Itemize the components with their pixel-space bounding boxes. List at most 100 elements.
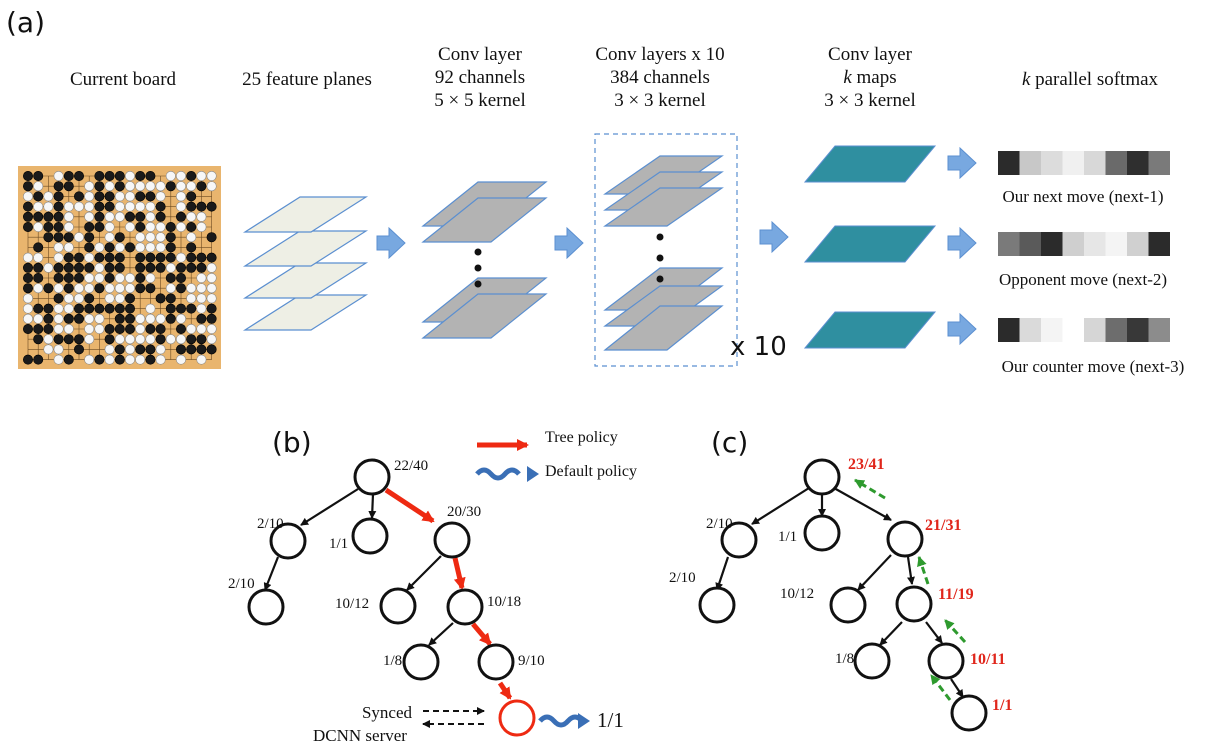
- tree-b-label: 9/10: [518, 653, 545, 669]
- dcnn-sync-arrows: [422, 707, 485, 728]
- black-stone: [63, 232, 74, 243]
- white-stone: [186, 232, 197, 243]
- white-stone: [114, 293, 125, 304]
- white-stone: [63, 242, 74, 253]
- white-stone: [186, 323, 197, 334]
- white-stone: [176, 201, 187, 212]
- white-stone: [104, 344, 115, 355]
- white-stone: [104, 211, 115, 222]
- black-stone: [135, 252, 146, 263]
- black-stone: [74, 344, 85, 355]
- white-stone: [94, 262, 105, 273]
- black-stone: [206, 232, 217, 243]
- header-conv-384: Conv layers x 10 384 channels 3 × 3 kern…: [595, 44, 725, 111]
- black-stone: [63, 313, 74, 324]
- white-stone: [22, 313, 33, 324]
- black-stone: [155, 211, 166, 222]
- white-stone: [145, 222, 156, 233]
- black-stone: [33, 354, 44, 365]
- tree-b-label: 1/1: [329, 536, 349, 552]
- white-stone: [84, 323, 95, 334]
- white-stone: [135, 354, 146, 365]
- white-stone: [43, 334, 54, 345]
- softmax-cell: [1062, 151, 1084, 175]
- black-stone: [33, 272, 44, 283]
- black-stone: [186, 222, 197, 233]
- white-stone: [84, 252, 95, 263]
- white-stone: [104, 293, 115, 304]
- white-stone: [114, 242, 125, 253]
- black-stone: [135, 191, 146, 202]
- white-stone: [155, 232, 166, 243]
- softmax-cell: [1019, 318, 1041, 342]
- black-stone: [145, 171, 156, 182]
- softmax-cell: [1127, 232, 1149, 256]
- white-stone: [145, 334, 156, 345]
- softmax-cell: [1041, 318, 1063, 342]
- white-stone: [196, 323, 207, 334]
- header-conv-92: Conv layer 92 channels 5 × 5 kernel: [434, 44, 526, 111]
- white-stone: [114, 191, 125, 202]
- black-stone: [74, 303, 85, 314]
- white-stone: [145, 303, 156, 314]
- black-stone: [74, 262, 85, 273]
- ellipsis-dots-1: [474, 248, 482, 288]
- white-stone: [43, 191, 54, 202]
- white-stone: [53, 313, 64, 324]
- black-stone: [176, 283, 187, 294]
- white-stone: [145, 242, 156, 253]
- softmax-cell: [1084, 232, 1106, 256]
- header-k-maps: Conv layer k maps 3 × 3 kernel: [824, 44, 916, 111]
- white-stone: [53, 303, 64, 314]
- black-stone: [135, 272, 146, 283]
- white-stone: [43, 344, 54, 355]
- black-stone: [22, 222, 33, 233]
- black-stone: [104, 272, 115, 283]
- black-stone: [176, 303, 187, 314]
- white-stone: [206, 283, 217, 294]
- white-stone: [155, 354, 166, 365]
- white-stone: [104, 181, 115, 192]
- tree-b-label: 2/10: [257, 516, 284, 532]
- white-stone: [53, 171, 64, 182]
- white-stone: [63, 211, 74, 222]
- white-stone: [135, 181, 146, 192]
- legend-tree-policy: Tree policy: [545, 429, 618, 446]
- black-stone: [53, 181, 64, 192]
- black-stone: [74, 313, 85, 324]
- black-stone: [165, 222, 176, 233]
- black-stone: [53, 201, 64, 212]
- black-stone: [125, 313, 136, 324]
- white-stone: [176, 181, 187, 192]
- black-stone: [206, 303, 217, 314]
- softmax-bars: [998, 151, 1170, 342]
- black-stone: [176, 344, 187, 355]
- black-stone: [196, 262, 207, 273]
- softmax-cell: [1041, 232, 1063, 256]
- black-stone: [104, 201, 115, 212]
- white-stone: [53, 252, 64, 263]
- white-stone: [176, 252, 187, 263]
- black-stone: [104, 262, 115, 273]
- white-stone: [33, 222, 44, 233]
- black-stone: [33, 303, 44, 314]
- white-stone: [125, 222, 136, 233]
- black-stone: [84, 262, 95, 273]
- ellipsis-dots-2: [656, 233, 664, 283]
- white-stone: [33, 283, 44, 294]
- conv-layers-384-stack: [603, 155, 724, 351]
- white-stone: [125, 171, 136, 182]
- black-stone: [43, 222, 54, 233]
- black-stone: [135, 222, 146, 233]
- white-stone: [22, 191, 33, 202]
- tree-c-label: 10/12: [780, 586, 815, 602]
- black-stone: [206, 344, 217, 355]
- black-stone: [33, 171, 44, 182]
- black-stone: [125, 293, 136, 304]
- black-stone: [114, 181, 125, 192]
- white-stone: [155, 191, 166, 202]
- black-stone: [94, 252, 105, 263]
- white-stone: [43, 201, 54, 212]
- legend-default-policy: Default policy: [545, 463, 637, 480]
- header-feature-planes: 25 feature planes: [242, 69, 372, 90]
